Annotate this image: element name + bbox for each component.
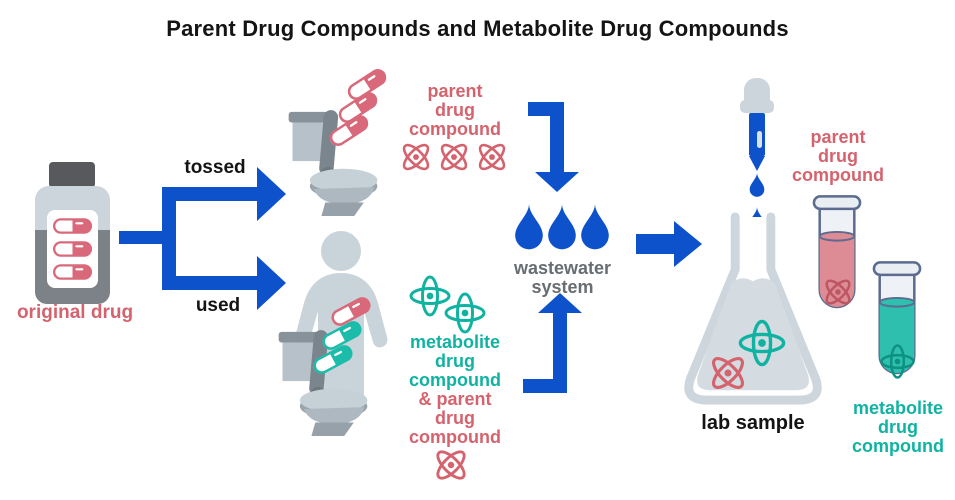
flask-icon <box>677 212 829 410</box>
metabolite-compound-label: metabolite drug compound <box>409 332 501 391</box>
atom-x-icon <box>473 138 511 176</box>
atom-x-icon <box>820 274 856 310</box>
water-drop-icon <box>512 202 546 252</box>
and-parent-compound-label: & parent drug compound <box>409 389 501 448</box>
tossed-label: tossed <box>184 157 246 178</box>
atom-x-icon <box>705 350 751 396</box>
tube-parent-label: parent drug compound <box>792 127 884 186</box>
water-drop-icon <box>545 202 579 252</box>
atom-x-icon <box>435 138 473 176</box>
tube-metabolite-label: metabolite drug compound <box>852 398 944 457</box>
parent-compound-label: parent drug compound <box>409 81 501 140</box>
atom-x-icon <box>430 444 472 486</box>
atom-plus-icon <box>443 291 487 335</box>
atom-x-icon <box>397 138 435 176</box>
page-title: Parent Drug Compounds and Metabolite Dru… <box>166 16 789 41</box>
used-label: used <box>195 295 241 316</box>
capsule-icon <box>53 241 92 257</box>
lab-sample-label: lab sample <box>701 412 805 434</box>
water-drop-icon <box>578 202 612 252</box>
atom-plus-icon <box>879 343 916 380</box>
water-drop-icon <box>748 172 766 198</box>
capsule-icon <box>53 264 92 280</box>
original-drug-label: original drug <box>16 302 134 323</box>
capsule-icon <box>53 218 92 234</box>
wastewater-system-label: wastewater system <box>513 258 612 298</box>
arrow-tossed <box>162 187 258 201</box>
bottle-cap <box>49 162 95 188</box>
arrow-used <box>162 276 258 290</box>
